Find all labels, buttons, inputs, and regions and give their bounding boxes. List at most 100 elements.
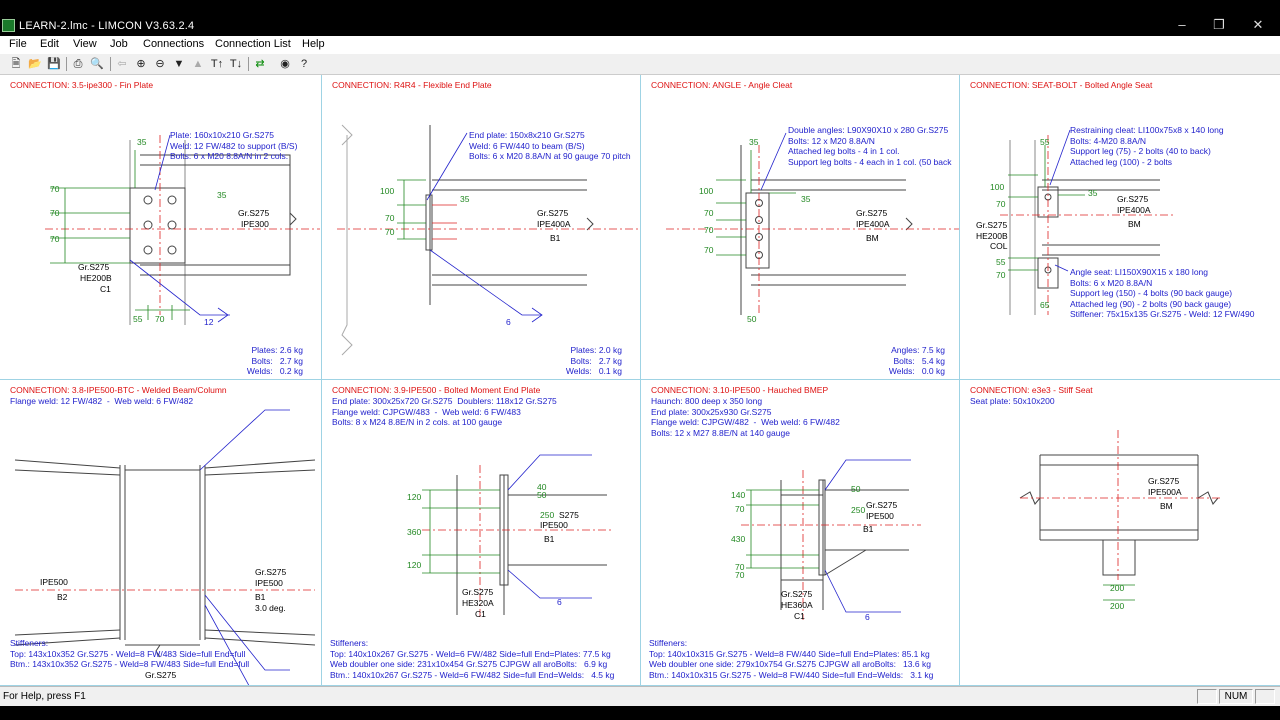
- back-arrow-icon[interactable]: ⇦: [117, 58, 127, 70]
- beam-section-label: IPE500: [540, 520, 568, 530]
- angle-seat-drawing: Gr.S275 IPE400A BM Gr.S275 HE200B COL 55…: [976, 129, 1175, 315]
- column-section-label: HE320A: [462, 598, 494, 608]
- dim-label: 70: [704, 245, 714, 255]
- beam-section-label: IPE400A: [856, 219, 890, 229]
- dim-label: 40: [537, 482, 547, 492]
- menu-connection-list[interactable]: Connection List: [215, 38, 291, 50]
- dim-label: 70: [704, 225, 714, 235]
- dim-label: 50: [851, 484, 861, 494]
- column-id-label: COL: [990, 241, 1008, 251]
- beam-section-label: IPE300: [241, 219, 269, 229]
- panel-stiff-seat[interactable]: CONNECTION: e3e3 - Stiff Seat Seat plate…: [960, 380, 1280, 686]
- text-up-icon[interactable]: T↑: [210, 58, 224, 70]
- drawing-area: CONNECTION: 3.5-ipe300 - Fin Plate: [0, 75, 1280, 686]
- beam-grade-label: Gr.S275: [866, 500, 897, 510]
- dim-label: 35: [1088, 188, 1098, 198]
- new-file-icon[interactable]: 🗎: [11, 58, 21, 70]
- beam-grade-label: Gr.S275: [238, 208, 269, 218]
- dim-label: 35: [460, 194, 470, 204]
- stiffeners-info: Stiffeners: Top: 140x10x315 Gr.S275 - We…: [649, 638, 934, 680]
- dim-label: 70: [735, 570, 745, 580]
- weights-summary: Angles: 7.5 kg Bolts: 5.4 kg Welds: 0.0 …: [888, 345, 945, 376]
- panel-fin-plate[interactable]: CONNECTION: 3.5-ipe300 - Fin Plate: [0, 75, 322, 380]
- dim-label: 100: [380, 186, 394, 196]
- dim-label: 35: [801, 194, 811, 204]
- column-section-label: HE360A: [781, 600, 813, 610]
- beam-id-label: B1: [550, 233, 561, 243]
- column-section-label: HE200B: [976, 231, 1008, 241]
- dim-label: 55: [1040, 137, 1050, 147]
- dim-label: 70: [996, 270, 1006, 280]
- dim-label: 100: [699, 186, 713, 196]
- zoom-in-icon[interactable]: ⊕: [136, 58, 146, 70]
- beam-section-label: IPE500: [866, 511, 894, 521]
- menu-edit[interactable]: Edit: [40, 38, 59, 50]
- panel-bolted-moment-end-plate[interactable]: CONNECTION: 3.9-IPE500 - Bolted Moment E…: [322, 380, 641, 686]
- restore-button[interactable]: ❐: [1213, 17, 1225, 32]
- dim-label: 70: [735, 504, 745, 514]
- status-help-text: For Help, press F1: [3, 691, 86, 702]
- zoom-out-icon[interactable]: ⊖: [155, 58, 165, 70]
- haunch-info: Haunch: 800 deep x 350 long End plate: 3…: [651, 396, 840, 438]
- panel-title: CONNECTION: SEAT-BOLT - Bolted Angle Sea…: [970, 80, 1153, 90]
- dim-label: 430: [731, 534, 745, 544]
- swap-arrows-icon[interactable]: ⇄: [255, 58, 265, 70]
- menu-job[interactable]: Job: [110, 38, 128, 50]
- dim-label: 120: [407, 492, 421, 502]
- binoculars-icon[interactable]: ◉: [280, 58, 290, 70]
- angle-seat-info: Angle seat: LI150X90X15 x 180 long Bolts…: [1070, 267, 1255, 319]
- panel-title: CONNECTION: ANGLE - Angle Cleat: [651, 80, 793, 90]
- plate-info: End plate: 150x8x210 Gr.S275 Weld: 6 FW/…: [469, 130, 631, 161]
- panel-title: CONNECTION: 3.8-IPE500-BTC - Welded Beam…: [10, 385, 227, 395]
- status-bar: For Help, press F1 NUM: [0, 686, 1280, 706]
- panel-angle-cleat[interactable]: CONNECTION: ANGLE - Angle Cleat Gr.S275 …: [641, 75, 960, 380]
- help-pointer-icon[interactable]: ?: [300, 58, 308, 70]
- beam-section-label: IPE500A: [1148, 487, 1182, 497]
- menu-help[interactable]: Help: [302, 38, 325, 50]
- weights-summary: Plates: 2.6 kg Bolts: 2.7 kg Welds: 0.2 …: [246, 345, 303, 376]
- screen-edge: [0, 706, 1280, 720]
- weights-summary: Plates: 2.0 kg Bolts: 2.7 kg Welds: 0.1 …: [565, 345, 622, 376]
- up-arrow-icon[interactable]: ▲: [192, 58, 204, 70]
- dim-label: 70: [385, 227, 395, 237]
- panel-flexible-end-plate[interactable]: CONNECTION: R4R4 - Flexible End Plate Gr…: [322, 75, 641, 380]
- dim-label: 70: [50, 208, 60, 218]
- print-icon[interactable]: ⎙: [73, 58, 83, 70]
- panel-title: CONNECTION: 3.10-IPE500 - Hauched BMEP: [651, 385, 829, 395]
- dim-label: 100: [990, 182, 1004, 192]
- menu-bar: File Edit View Job Connections Connectio…: [0, 36, 1280, 54]
- beam-grade-label: Gr.S275: [255, 567, 286, 577]
- plate-info: Plate: 160x10x210 Gr.S275 Weld: 12 FW/48…: [170, 130, 298, 161]
- beam-section-label: IPE400A: [1117, 205, 1151, 215]
- save-icon[interactable]: 💾: [47, 58, 61, 70]
- beam-grade-label: Gr.S275: [1117, 194, 1148, 204]
- beam-id-label: B1: [544, 534, 555, 544]
- beam-id-label: BM: [866, 233, 879, 243]
- weld-size-label: 6: [506, 317, 511, 327]
- dim-label: 35: [217, 190, 227, 200]
- dim-label: 50: [537, 490, 547, 500]
- text-down-icon[interactable]: T↓: [229, 58, 243, 70]
- panel-haunched-bmep[interactable]: CONNECTION: 3.10-IPE500 - Hauched BMEP H…: [641, 380, 960, 686]
- title-bar: LEARN-2.lmc - LIMCON V3.63.2.4 – ❐ ✕: [0, 0, 1280, 36]
- window-title: LEARN-2.lmc - LIMCON V3.63.2.4: [19, 20, 195, 32]
- beam-section-label: IPE400A: [537, 219, 571, 229]
- panel-welded-beam-column[interactable]: CONNECTION: 3.8-IPE500-BTC - Welded Beam…: [0, 380, 322, 686]
- panel-title: CONNECTION: 3.9-IPE500 - Bolted Moment E…: [332, 385, 541, 395]
- print-preview-icon[interactable]: 🔍: [90, 58, 104, 70]
- menu-file[interactable]: File: [9, 38, 27, 50]
- beam-grade-label: Gr.S275: [1148, 476, 1179, 486]
- panel-title: CONNECTION: e3e3 - Stiff Seat: [970, 385, 1093, 395]
- beam-id-label: B1: [863, 524, 874, 534]
- menu-connections[interactable]: Connections: [143, 38, 205, 50]
- panel-bolted-angle-seat[interactable]: CONNECTION: SEAT-BOLT - Bolted Angle Sea…: [960, 75, 1280, 380]
- dim-label: 65: [1040, 300, 1050, 310]
- column-grade-label: Gr.S275: [145, 670, 176, 680]
- menu-view[interactable]: View: [73, 38, 97, 50]
- minimize-button[interactable]: –: [1178, 17, 1186, 32]
- close-button[interactable]: ✕: [1252, 17, 1264, 32]
- stiffeners-info: Stiffeners: Top: 143x10x352 Gr.S275 - We…: [10, 638, 250, 669]
- open-folder-icon[interactable]: 📂: [28, 58, 42, 70]
- num-lock-indicator: NUM: [1219, 689, 1253, 704]
- dropdown-arrow-icon[interactable]: ▼: [173, 58, 185, 70]
